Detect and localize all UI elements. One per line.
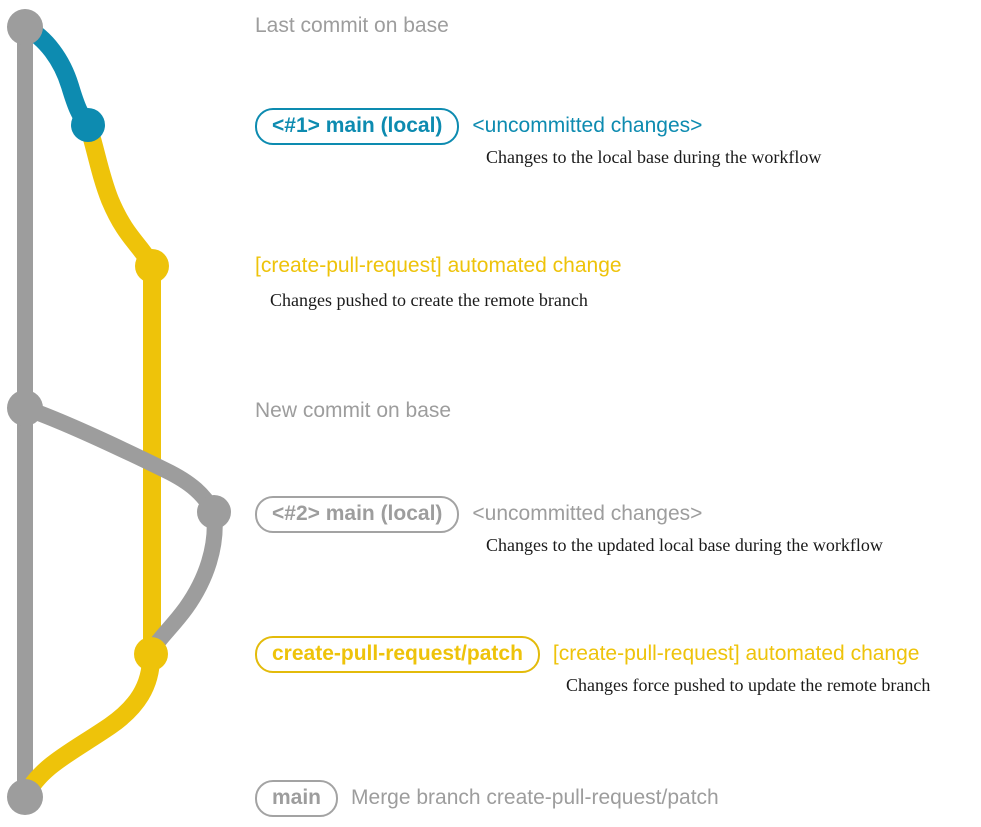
commit-node-automated-1[interactable] [135, 249, 169, 283]
row-local-main-1: <#1> main (local) <uncommitted changes> [255, 108, 703, 146]
description-local-main-1: Changes to the local base during the wor… [486, 147, 822, 167]
branch-badge-create-pull-request-patch[interactable]: create-pull-request/patch [255, 636, 540, 674]
description-local-main-2: Changes to the updated local base during… [486, 535, 883, 555]
commit-node-local-main-2[interactable] [197, 495, 231, 529]
branch-line-patch-merge [16, 645, 161, 806]
commit-title-automated-2: [create-pull-request] automated change [552, 642, 920, 665]
commit-message-merge-main: Merge branch create-pull-request/patch [351, 786, 719, 809]
commit-message-local-main-2: <uncommitted changes> [472, 502, 703, 525]
commit-node-automated-2[interactable] [134, 637, 168, 671]
description-automated-2: Changes force pushed to update the remot… [566, 675, 931, 695]
row-merge-main: main Merge branch create-pull-request/pa… [255, 780, 719, 818]
commit-node-base-head[interactable] [7, 9, 43, 45]
description-automated-1: Changes pushed to create the remote bran… [270, 290, 588, 310]
commit-message-local-main-1: <uncommitted changes> [472, 114, 703, 137]
row-patch-branch: create-pull-request/patch [create-pull-r… [255, 636, 920, 674]
branch-badge-local-main-1[interactable]: <#1> main (local) [255, 108, 460, 146]
heading-last-commit-on-base: Last commit on base [255, 14, 449, 37]
commit-node-merge-main[interactable] [7, 779, 43, 815]
branch-line-local2-to-patch2 [143, 504, 223, 662]
branch-line-base-to-local2 [17, 400, 222, 520]
commit-node-local-main-1[interactable] [71, 108, 105, 142]
branch-badge-main[interactable]: main [255, 780, 339, 818]
commit-node-base-new[interactable] [7, 390, 43, 426]
commit-title-automated-1: [create-pull-request] automated change [255, 254, 622, 277]
branch-badge-local-main-2[interactable]: <#2> main (local) [255, 496, 460, 534]
heading-new-commit-on-base: New commit on base [255, 399, 452, 422]
row-local-main-2: <#2> main (local) <uncommitted changes> [255, 496, 703, 534]
